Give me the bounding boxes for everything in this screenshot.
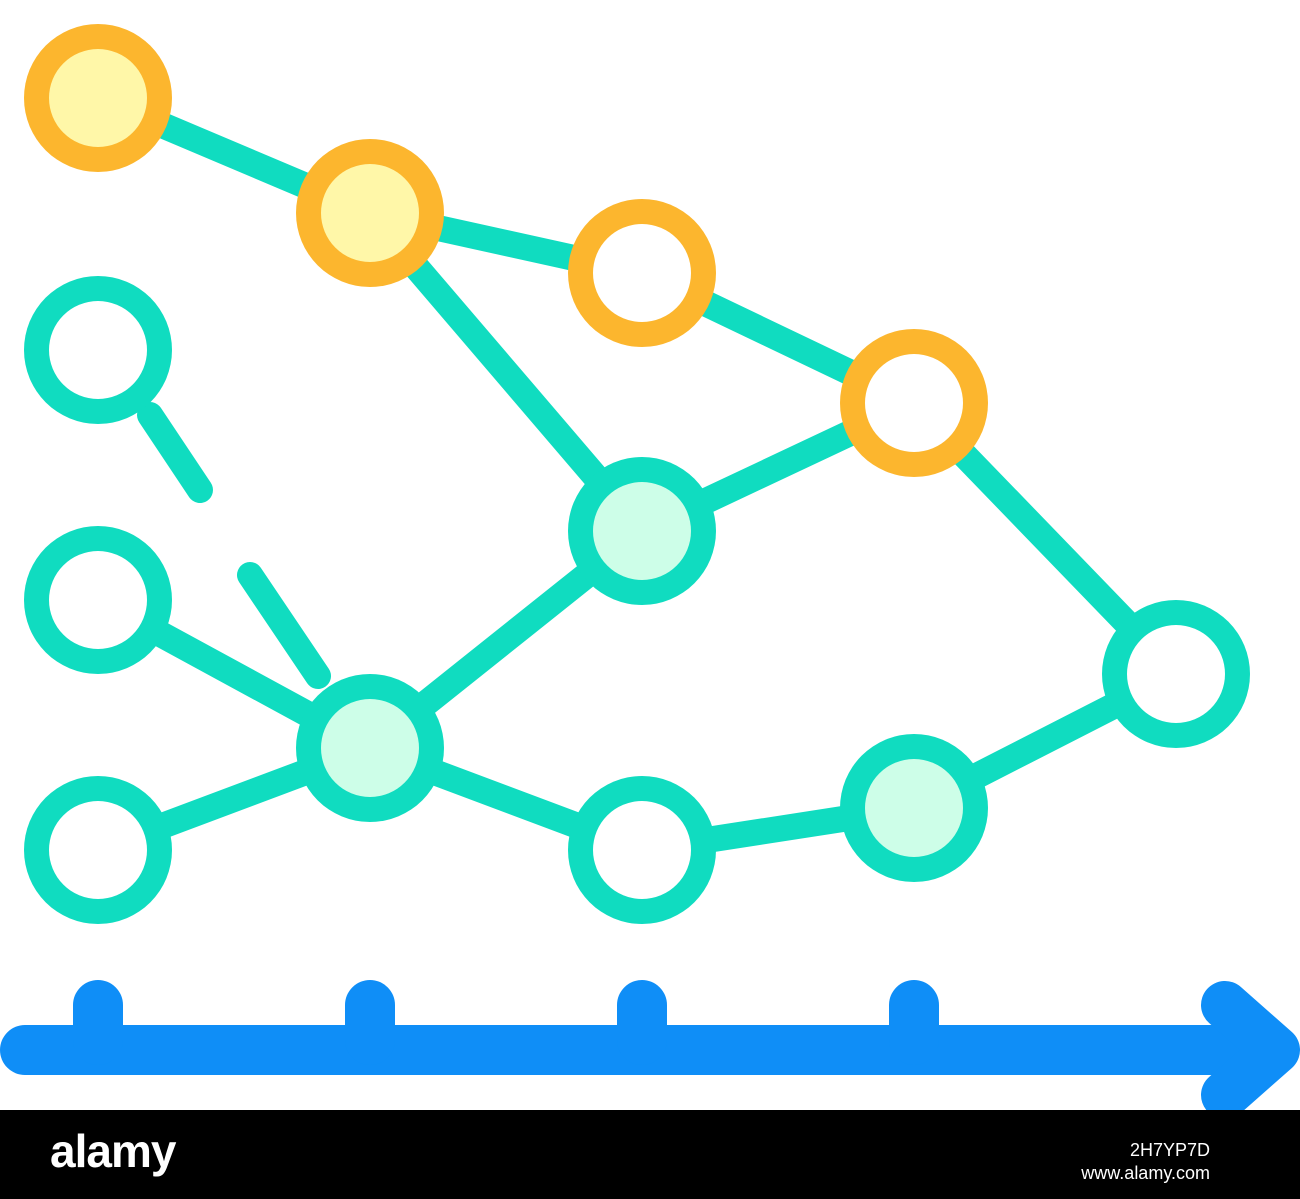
connector-stub-1	[137, 402, 213, 503]
node-t8-core	[1127, 625, 1225, 723]
node-o2-core	[321, 164, 419, 262]
axis-arrowhead	[1201, 981, 1300, 1110]
node-o4-core	[865, 354, 963, 452]
node-t8	[1102, 600, 1250, 748]
node-t1	[24, 276, 172, 424]
node-t6	[568, 776, 716, 924]
node-o2	[296, 139, 444, 287]
stubs-layer	[137, 402, 331, 689]
node-t2-core	[49, 551, 147, 649]
node-t4-core	[321, 699, 419, 797]
connector-stub-2	[237, 562, 331, 689]
image-id: 2H7YP7D	[1129, 1140, 1210, 1160]
node-o3	[568, 199, 716, 347]
node-t1-core	[49, 301, 147, 399]
source-url: www.alamy.com	[1081, 1163, 1210, 1183]
node-o1-core	[49, 49, 147, 147]
node-t7	[840, 734, 988, 882]
nodes-layer	[24, 24, 1250, 924]
node-o4	[840, 329, 988, 477]
node-o1	[24, 24, 172, 172]
watermark-footer: alamy 2H7YP7D www.alamy.com	[0, 1110, 1300, 1199]
node-t4	[296, 674, 444, 822]
node-o3-core	[593, 224, 691, 322]
node-t5-core	[593, 482, 691, 580]
node-t7-core	[865, 759, 963, 857]
alamy-logo: alamy	[50, 1125, 176, 1177]
time-axis-arrow	[0, 980, 1300, 1110]
network-chart-icon	[0, 24, 1300, 1110]
node-t6-core	[593, 801, 691, 899]
node-t3	[24, 776, 172, 924]
node-t5	[568, 457, 716, 605]
node-t3-core	[49, 801, 147, 899]
node-t2	[24, 526, 172, 674]
